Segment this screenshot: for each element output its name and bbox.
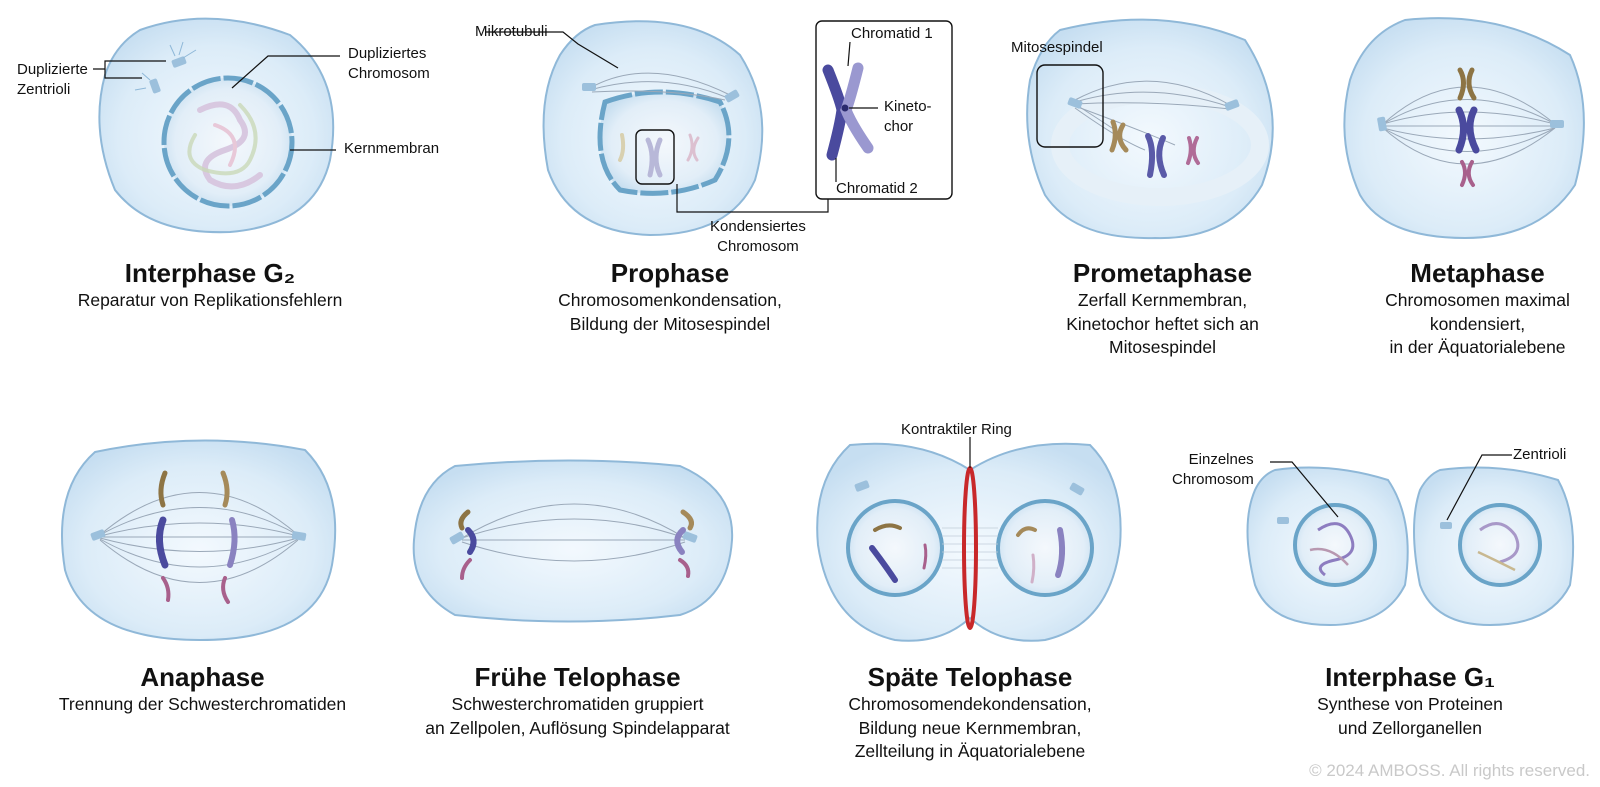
phase-caption-metaphase: Metaphase Chromosomen maximal kondensier… [1355, 257, 1600, 360]
phase-title: Interphase G₂ [124, 258, 296, 288]
label-chromatid-2: Chromatid 2 [836, 180, 918, 197]
phase-description: Synthese von Proteinen und Zellorganelle… [1317, 694, 1503, 738]
phase-description: Zerfall Kernmembran, Kinetochor heftet s… [1066, 290, 1259, 357]
label-einzelnes-chromosom: Einzelnes Chromosom [1172, 451, 1254, 488]
phase-description: Trennung der Schwesterchromatiden [58, 694, 347, 714]
phase-description: Chromosomenkondensation, Bildung der Mit… [558, 290, 782, 334]
label-mikrotubuli: Mikrotubuli [475, 23, 548, 40]
label-kondensiertes-chromosom: Kondensiertes Chromosom [710, 218, 806, 255]
label-kinetochor: Kineto- chor [884, 98, 932, 135]
cell-anaphase [61, 439, 337, 642]
label-zentrioli: Zentrioli [1513, 446, 1567, 463]
label-dupliziertes-chromosom: Dupliziertes Chromosom [348, 45, 430, 82]
phase-caption-fruehe-telophase: Frühe Telophase Schwesterchromatiden gru… [405, 661, 750, 740]
phase-title: Späte Telophase [867, 662, 1073, 692]
label-kernmembran: Kernmembran [344, 140, 440, 157]
cell-prometaphase [1026, 18, 1274, 240]
phase-description: Chromosomendekondensation, Bildung neue … [848, 694, 1092, 761]
phase-caption-anaphase: Anaphase Trennung der Schwesterchromatid… [30, 661, 375, 717]
copyright-notice: © 2024 AMBOSS. All rights reserved. [1309, 761, 1590, 780]
label-chromatid-1: Chromatid 1 [851, 25, 933, 42]
phase-caption-interphase-g2: Interphase G₂ Reparatur von Replikations… [40, 257, 380, 313]
phase-title: Metaphase [1410, 258, 1545, 288]
phase-description: Reparatur von Replikationsfehlern [77, 290, 343, 310]
cell-interphase-g1 [1246, 454, 1575, 627]
label-kontraktiler-ring: Kontraktiler Ring [901, 421, 1012, 438]
phase-title: Prometaphase [1072, 258, 1253, 288]
cell-interphase-g2 [93, 17, 340, 234]
label-duplizierte-zentrioli: Duplizierte Zentrioli [17, 61, 88, 98]
label-mitosespindel: Mitosespindel [1011, 39, 1103, 56]
phase-caption-prometaphase: Prometaphase Zerfall Kernmembran, Kineto… [1020, 257, 1305, 360]
phase-title: Interphase G₁ [1325, 662, 1495, 692]
phase-title: Frühe Telophase [474, 662, 681, 692]
cell-spaete-telophase [816, 437, 1122, 642]
phase-caption-prophase: Prophase Chromosomenkondensation, Bildun… [510, 257, 830, 336]
phase-caption-spaete-telophase: Späte Telophase Chromosomendekondensatio… [815, 661, 1125, 764]
phase-caption-interphase-g1: Interphase G₁ Synthese von Proteinen und… [1290, 661, 1530, 740]
cell-prophase [485, 20, 953, 237]
phase-title: Anaphase [140, 662, 265, 692]
cell-metaphase [1343, 17, 1585, 240]
phase-description: Chromosomen maximal kondensiert, in der … [1385, 290, 1570, 357]
phase-description: Schwesterchromatiden gruppiert an Zellpo… [425, 694, 730, 738]
cell-fruehe-telophase [412, 459, 734, 623]
phase-title: Prophase [610, 258, 730, 288]
